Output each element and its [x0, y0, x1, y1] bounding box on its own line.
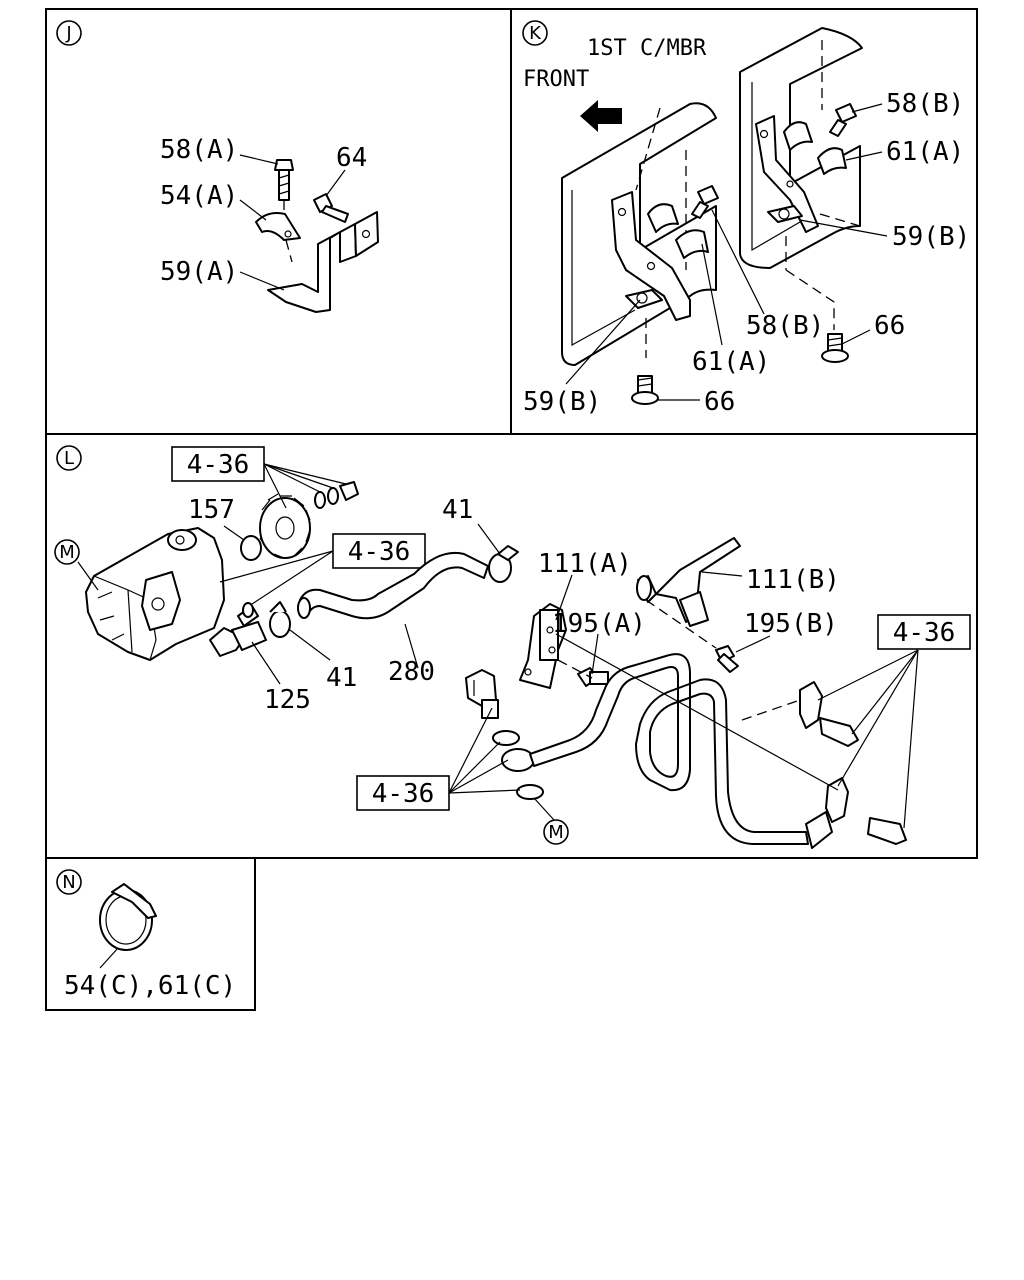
ref-label-3: 4-36 [893, 618, 956, 648]
label-280: 280 [388, 657, 435, 687]
panel-j-letter: J [65, 23, 71, 44]
label-64: 64 [336, 143, 367, 173]
pipe-assembly [529, 653, 809, 845]
label-195b: 195(B) [744, 609, 838, 639]
label-157: 157 [188, 495, 235, 525]
bolt-195b [715, 645, 739, 673]
label-58b-mid: 58(B) [746, 311, 824, 341]
label-54a: 54(A) [160, 181, 238, 211]
label-58a: 58(A) [160, 135, 238, 165]
ref-label-4: 4-36 [372, 779, 435, 809]
power-steering-pump [85, 527, 245, 661]
marker-m-left-letter: M [59, 542, 75, 563]
clamp-61a-left-b [675, 229, 709, 259]
label-111a: 111(A) [538, 549, 632, 579]
panel-j: J 58(A) 54(A) 59(A) 64 [56, 20, 379, 313]
drive-gear [259, 493, 311, 559]
pipe-clamp-lower [825, 777, 907, 845]
hose-280 [299, 552, 489, 620]
label-59b-top: 59(B) [892, 222, 970, 252]
banjo-bolt [465, 669, 499, 719]
marker-m-left [54, 539, 80, 565]
clamp-61a-right-a [783, 121, 813, 151]
bolt-58a [274, 159, 294, 201]
panel-n-letter: N [62, 872, 75, 893]
label-195a: 195(A) [552, 609, 646, 639]
label-59a: 59(A) [160, 257, 238, 287]
bolt-58b-right [829, 103, 857, 137]
label-crossmember: 1ST C/MBR [587, 36, 707, 61]
panel-l-marker [56, 445, 82, 471]
marker-m-bottom [543, 819, 569, 845]
label-66-bottom: 66 [704, 387, 735, 417]
ref-label-2: 4-36 [348, 537, 411, 567]
panel-k: K 1ST C/MBR FRONT [522, 20, 970, 417]
panel-l: L 4-36 4-36 4-36 4-36 [54, 445, 971, 849]
clamp-54a [255, 212, 301, 241]
bolt-58b-left [691, 185, 719, 219]
washer-a [314, 491, 326, 509]
bolt-195a [577, 667, 609, 687]
label-54c-61c: 54(C),61(C) [64, 971, 236, 1001]
hose-clamp-41-upper [488, 545, 519, 583]
washer-b [327, 487, 339, 505]
label-41-lower: 41 [326, 663, 357, 693]
bolt-66-bottom [631, 375, 659, 405]
panel-n-frame [45, 857, 256, 1011]
label-125: 125 [264, 685, 311, 715]
bracket-111a [519, 603, 567, 689]
label-66-right: 66 [874, 311, 905, 341]
bracket-59a [267, 223, 357, 313]
gear-nut [339, 481, 359, 501]
clamp-61a-left-a [647, 203, 679, 233]
marker-m-bottom-letter: M [548, 822, 564, 843]
front-arrow [580, 100, 622, 132]
crossmember-right [739, 27, 863, 269]
pipe-end-fitting [805, 811, 833, 849]
panel-k-marker [522, 20, 548, 46]
hose-clamp-n [99, 883, 157, 951]
panel-n-marker [56, 869, 82, 895]
bolt-64 [313, 193, 349, 223]
bracket-111b [636, 537, 741, 627]
pipe-clamp-upper [799, 681, 859, 747]
panel-l-frame [45, 433, 978, 859]
bracket-59b-left [611, 191, 691, 321]
elbow-fitting-125 [231, 602, 267, 651]
banjo-washer-lower [516, 784, 544, 800]
label-59b-bottom: 59(B) [523, 387, 601, 417]
label-41-upper: 41 [442, 495, 473, 525]
ref-box-3 [877, 614, 971, 650]
label-111b: 111(B) [746, 565, 840, 595]
banjo-washer-upper [492, 730, 520, 746]
label-61a-mid: 61(A) [692, 347, 770, 377]
hose-clamp-41-lower [269, 601, 291, 638]
bolt-66-right [821, 333, 849, 363]
label-61a-top: 61(A) [886, 137, 964, 167]
o-ring-157 [240, 535, 262, 561]
panel-j-marker [56, 20, 82, 46]
ref-label-1: 4-36 [187, 450, 250, 480]
panel-l-letter: L [64, 448, 74, 469]
panel-n: N 54(C),61(C) [56, 869, 236, 1001]
bracket-59b-right [755, 115, 819, 233]
label-front: FRONT [523, 67, 589, 92]
panel-k-letter: K [529, 23, 542, 44]
label-58b-top: 58(B) [886, 89, 964, 119]
clamp-61a-right-b [817, 147, 847, 175]
